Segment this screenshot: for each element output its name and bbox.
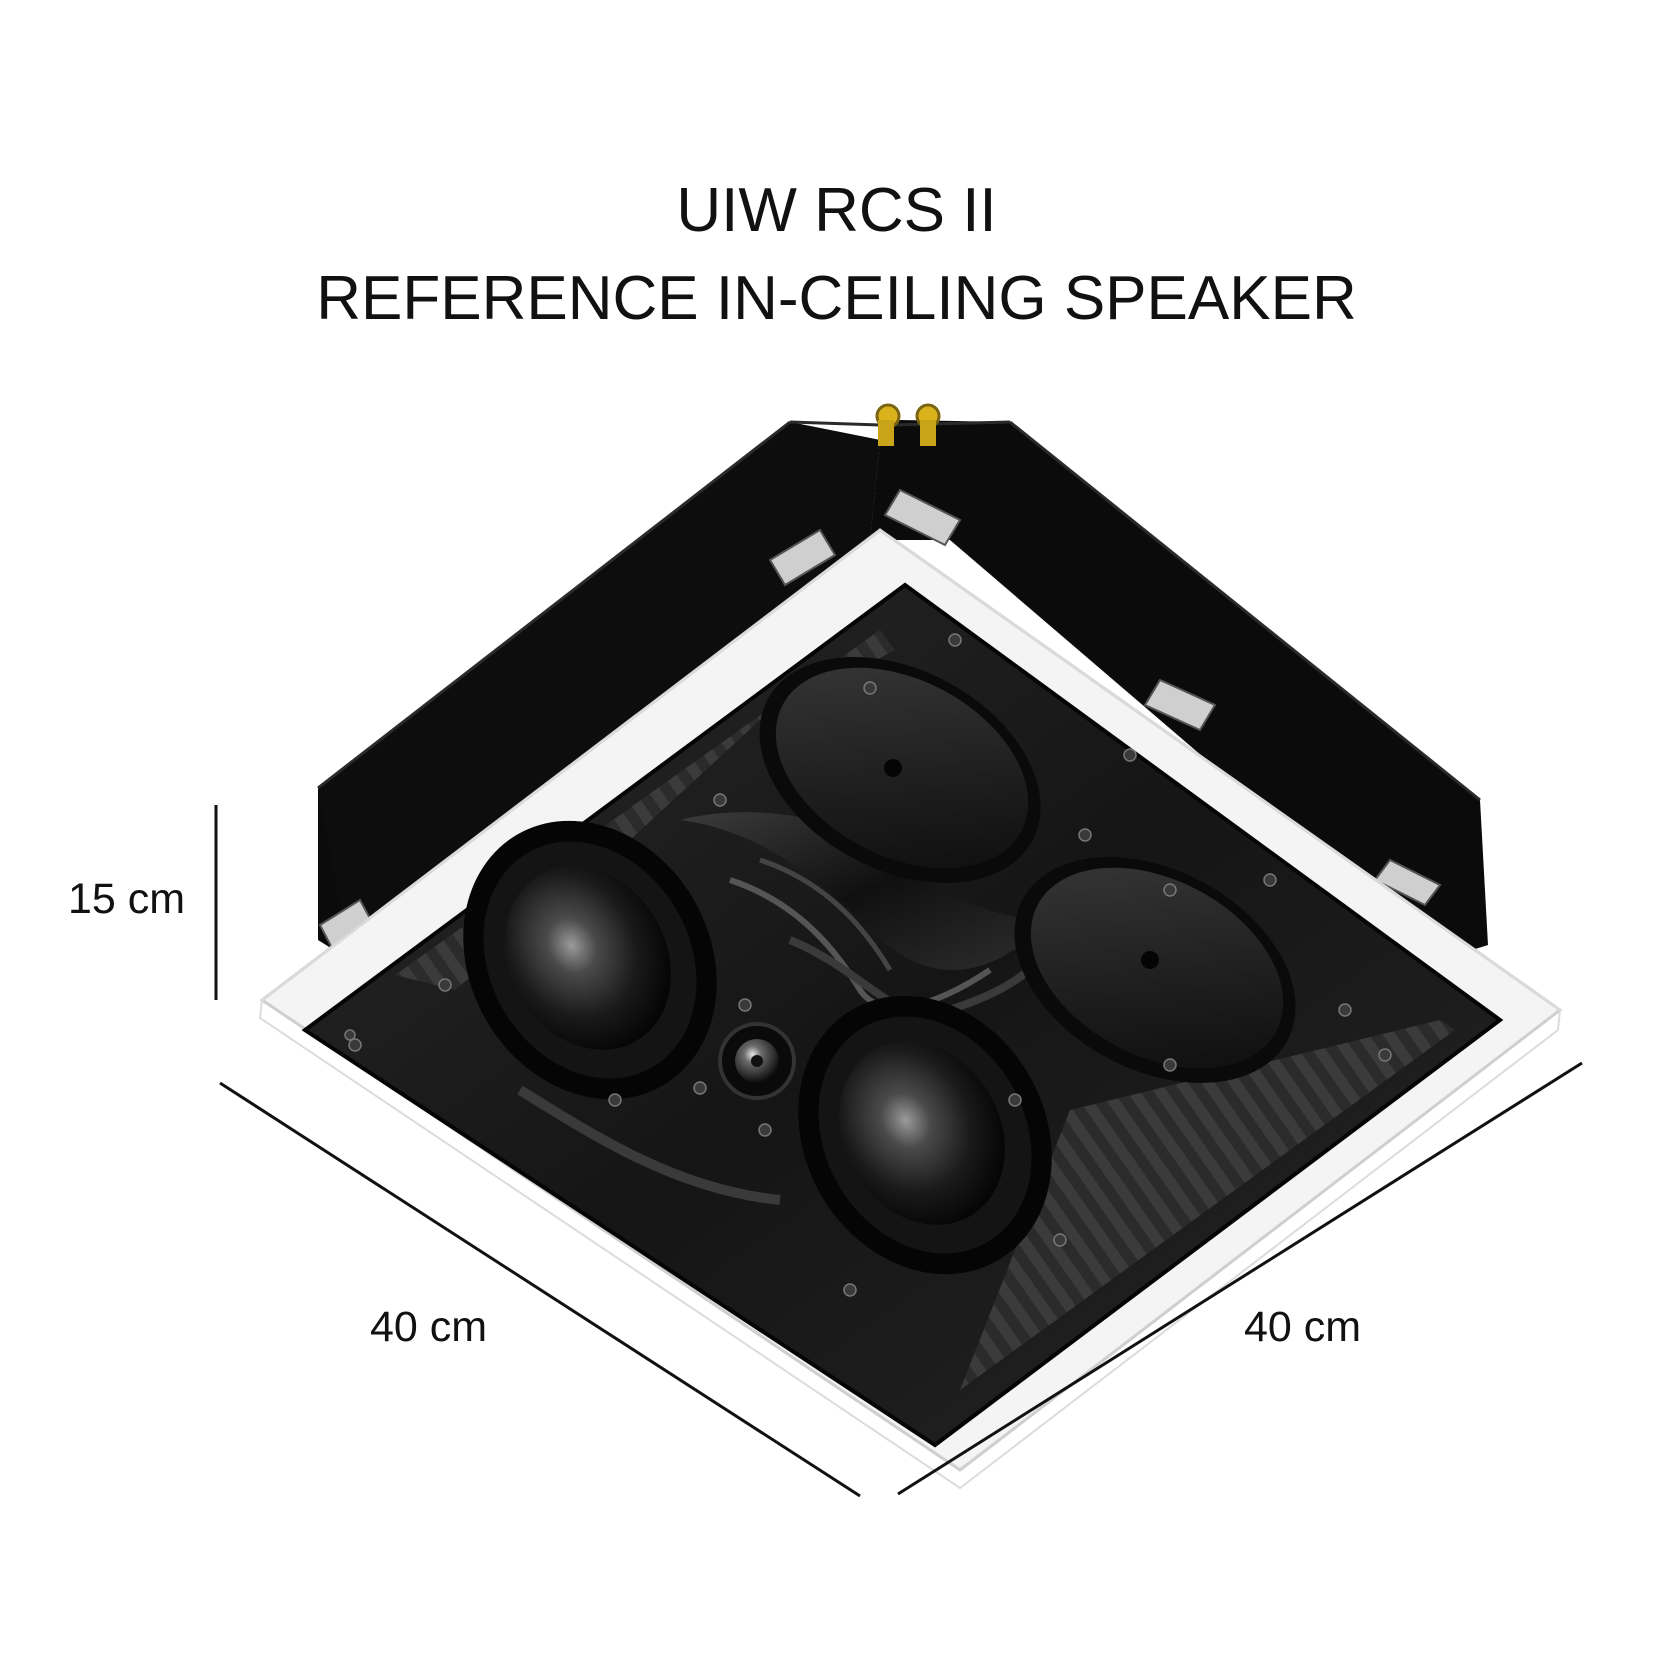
tweeter xyxy=(718,1022,796,1100)
midrange-cone-left xyxy=(463,820,717,1100)
product-description-title: REFERENCE IN-CEILING SPEAKER xyxy=(316,264,1357,333)
product-model-title: UIW RCS II xyxy=(676,176,997,245)
width-label: 40 cm xyxy=(1244,1303,1362,1351)
width-dimension-line xyxy=(897,1061,1583,1496)
woofer-top xyxy=(759,657,1041,883)
speaker-terminals xyxy=(875,403,941,446)
depth-label: 40 cm xyxy=(370,1303,488,1351)
depth-dimension-line xyxy=(219,1081,861,1498)
midrange-cone-right xyxy=(798,995,1052,1275)
acoustic-foam-right xyxy=(960,1020,1455,1390)
waveguide-ridges xyxy=(517,812,1050,1205)
height-label: 15 cm xyxy=(68,875,186,923)
mounting-clips xyxy=(318,488,1442,950)
woofer-right xyxy=(1014,857,1296,1083)
baffle-screws xyxy=(344,633,1392,1297)
